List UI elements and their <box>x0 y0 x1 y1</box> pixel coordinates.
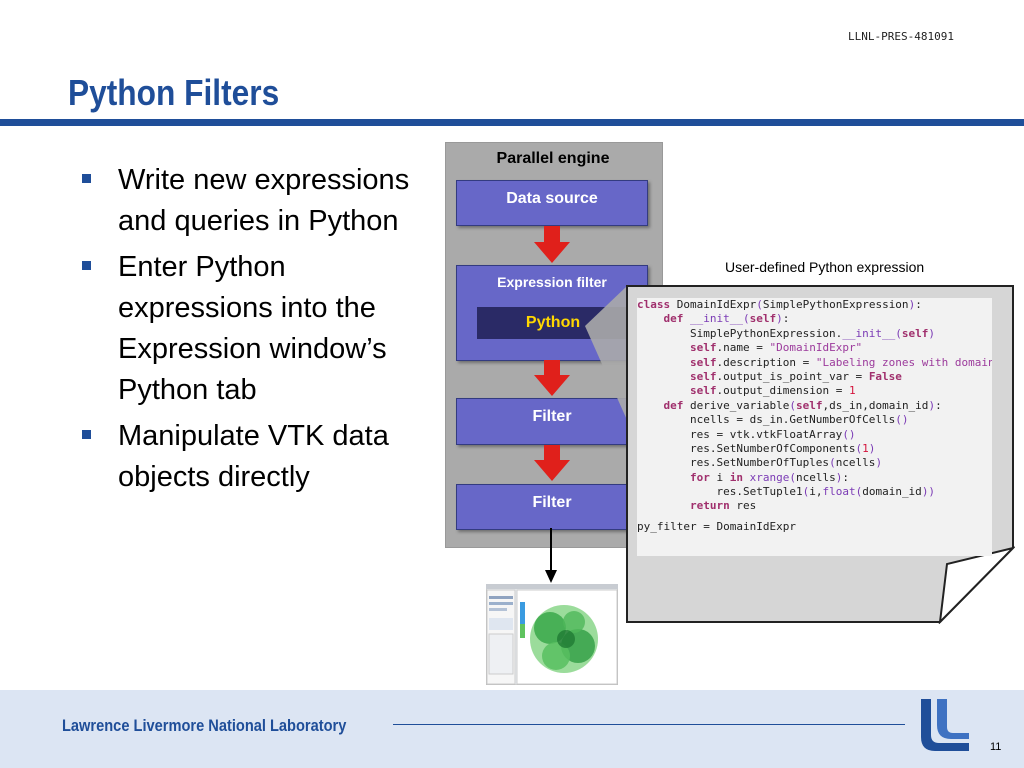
code-line: class DomainIdExpr(SimplePythonExpressio… <box>637 298 922 311</box>
output-arrow-icon <box>545 528 557 583</box>
bullet-item: Enter Python expressions into the Expres… <box>82 247 442 411</box>
code-line: return res <box>689 499 757 513</box>
filter-box: Filter <box>456 484 648 530</box>
bullet-text: Manipulate VTK data objects directly <box>118 420 389 493</box>
code-line: self.description = "Labeling zones with … <box>689 355 992 369</box>
bullet-item: Manipulate VTK data objects directly <box>82 416 442 498</box>
code-line: res.SetNumberOfTuples(ncells) <box>637 456 883 470</box>
expression-filter-label: Expression filter <box>497 274 607 290</box>
bullet-item: Write new expressions and queries in Pyt… <box>82 160 442 242</box>
callout-pointer <box>585 286 627 420</box>
code-line: res.SetTuple1(i,float(domain_id)) <box>637 485 936 499</box>
down-arrow-icon <box>534 445 570 481</box>
code-line: SimplePythonExpression.__init__(self) <box>637 326 936 340</box>
code-line: self.output_dimension = 1 <box>689 384 856 398</box>
parallel-engine-label: Parallel engine <box>496 150 610 167</box>
footer-divider <box>393 724 905 725</box>
llnl-logo-icon <box>921 699 969 751</box>
filter-label: Filter <box>532 408 572 425</box>
down-arrow-icon <box>534 226 570 263</box>
filter-label: Filter <box>532 494 572 511</box>
bullet-text: Enter Python expressions into the Expres… <box>118 251 387 406</box>
code-line: res.SetNumberOfComponents(1) <box>637 441 876 455</box>
bullet-text: Write new expressions and queries in Pyt… <box>118 164 410 237</box>
code-line: for i in xrange(ncells): <box>689 470 849 484</box>
bullet-square-icon <box>82 261 91 270</box>
data-source-label: Data source <box>506 190 598 207</box>
lab-name: Lawrence Livermore National Laboratory <box>62 716 347 735</box>
code-line: ncells = ds_in.GetNumberOfCells() <box>637 413 909 427</box>
bullet-list: Write new expressions and queries in Pyt… <box>82 160 442 503</box>
visit-screenshot-thumbnail <box>486 584 618 685</box>
code-line: res = vtk.vtkFloatArray() <box>637 427 856 441</box>
user-defined-expression-label: User-defined Python expression <box>725 259 925 275</box>
bullet-square-icon <box>82 430 91 439</box>
code-line: self.output_is_point_var = False <box>689 369 902 383</box>
document-id: LLNL-PRES-481091 <box>848 30 954 43</box>
code-line: self.name = "DomainIdExpr" <box>689 341 863 355</box>
title-divider <box>0 119 1024 126</box>
data-source-box: Data source <box>456 180 648 226</box>
code-line: def __init__(self): <box>663 312 790 326</box>
footer-band <box>0 690 1024 768</box>
down-arrow-icon <box>534 360 570 396</box>
slide-title: Python Filters <box>68 72 280 113</box>
python-code-block: class DomainIdExpr(SimplePythonExpressio… <box>637 298 992 556</box>
code-line-last: py_filter = DomainIdExpr <box>637 519 796 533</box>
filter-box: Filter <box>456 398 648 445</box>
code-line: def derive_variable(self,ds_in,domain_id… <box>663 398 942 412</box>
bullet-square-icon <box>82 174 91 183</box>
page-number: 11 <box>990 741 1002 753</box>
